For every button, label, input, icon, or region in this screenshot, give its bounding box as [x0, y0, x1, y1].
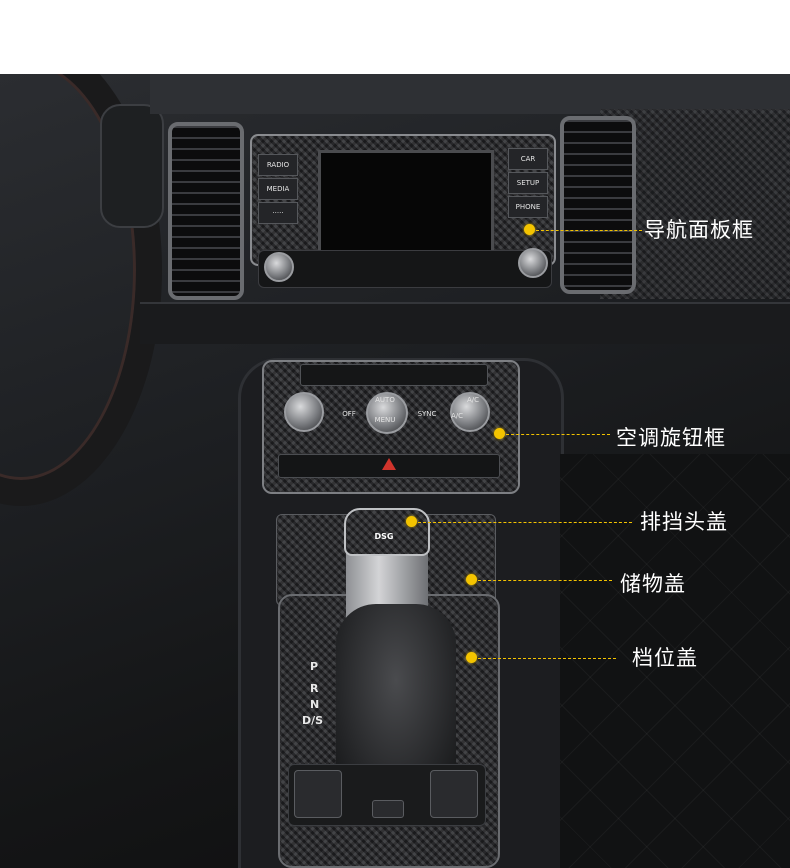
gear-indicator: P R N D/S — [300, 660, 330, 740]
radio-bottom-bar — [258, 250, 552, 288]
nav-screen — [318, 150, 494, 256]
dash-lower — [140, 302, 790, 344]
ac-left-label: A/C — [466, 396, 480, 404]
label-gear-cover: 档位盖 — [632, 646, 698, 670]
label-nav-frame: 导航面板框 — [644, 218, 754, 242]
auto-hold-button[interactable] — [430, 770, 478, 818]
gear-p: P — [310, 660, 319, 673]
left-temp-knob[interactable] — [284, 392, 324, 432]
callout-dot-storage — [466, 574, 477, 585]
off-button[interactable]: OFF — [342, 410, 356, 418]
auto-label: AUTO — [375, 396, 395, 404]
callout-dot-nav — [524, 224, 535, 235]
passenger-floor-mat — [560, 454, 790, 868]
label-shift-cover: 排挡头盖 — [640, 510, 728, 534]
dash-top — [150, 74, 790, 114]
callout-line-storage — [478, 580, 612, 581]
dsg-badge: DSG — [374, 532, 394, 541]
right-air-vent — [560, 116, 636, 294]
hazard-button[interactable] — [382, 458, 396, 470]
ac-right-label: A/C — [450, 412, 464, 420]
label-ac-frame: 空调旋钮框 — [616, 426, 726, 450]
gear-r: R — [310, 682, 319, 695]
setup-button[interactable]: SETUP — [508, 172, 548, 194]
callout-line-shift — [418, 522, 632, 523]
callout-line-ac — [506, 434, 610, 435]
menu-button[interactable]: ····· — [258, 202, 298, 224]
left-air-vent — [168, 122, 244, 300]
car-interior-photo: RADIO MEDIA ····· CAR SETUP PHONE OFF AU… — [0, 74, 790, 868]
callout-line-gear — [478, 658, 616, 659]
right-button-column: CAR SETUP PHONE — [508, 148, 548, 218]
drive-mode-button[interactable] — [294, 770, 342, 818]
gear-ds: D/S — [302, 714, 324, 727]
gear-n: N — [310, 698, 320, 711]
callout-dot-ac — [494, 428, 505, 439]
phone-button[interactable]: PHONE — [508, 196, 548, 218]
right-temp-knob[interactable] — [450, 392, 490, 432]
callout-line-nav — [536, 230, 642, 231]
parking-brake-button[interactable] — [372, 800, 404, 818]
menu-label: MENU — [374, 416, 396, 424]
left-button-column: RADIO MEDIA ····· — [258, 154, 298, 224]
white-margin — [0, 0, 790, 74]
sync-button[interactable]: SYNC — [417, 410, 437, 418]
shift-knob-cover — [344, 508, 430, 556]
media-button[interactable]: MEDIA — [258, 178, 298, 200]
label-storage-cover: 储物盖 — [620, 572, 686, 596]
climate-button-row — [300, 364, 488, 386]
shift-boot — [336, 604, 456, 794]
instrument-cluster — [100, 104, 164, 228]
car-button[interactable]: CAR — [508, 148, 548, 170]
radio-button[interactable]: RADIO — [258, 154, 298, 176]
volume-knob[interactable] — [264, 252, 294, 282]
callout-dot-shift — [406, 516, 417, 527]
callout-dot-gear — [466, 652, 477, 663]
tune-knob[interactable] — [518, 248, 548, 278]
fan-knob[interactable] — [366, 392, 408, 434]
